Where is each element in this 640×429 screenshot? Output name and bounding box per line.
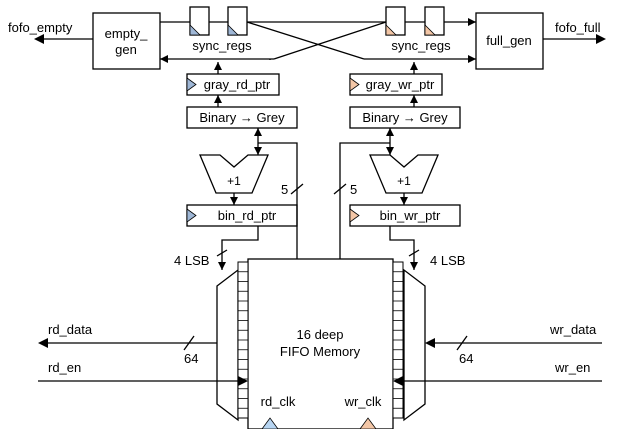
fofo-full-output: fofo_full [543, 20, 606, 44]
wr-data-port: wr_data 64 [425, 322, 602, 366]
wr-clock-marker [385, 24, 397, 36]
fifo-memory-label-2: FIFO Memory [280, 344, 361, 359]
lsb-left-label: 4 LSB [174, 253, 209, 268]
fofo-full-label: fofo_full [555, 20, 601, 35]
wr-clock-marker [349, 77, 360, 92]
inc-left-label: +1 [227, 174, 241, 188]
b2g-right-block: Binary → Grey [349, 106, 461, 129]
gray-rd-ptr-block: gray_rd_ptr [186, 73, 280, 96]
empty-gen-block: empty_ gen [92, 12, 161, 70]
right-ptr-wires: 5 4 LSB [333, 62, 465, 270]
inc-left-block: +1 [199, 154, 269, 194]
read-mux [216, 262, 239, 422]
rd-data-label: rd_data [48, 322, 93, 337]
sync-regs-right-label: sync_regs [391, 38, 451, 53]
fofo-empty-output: fofo_empty [8, 20, 93, 44]
b2g-right-label: Binary → Grey [362, 110, 448, 125]
bin-wr-ptr-block: bin_wr_ptr [349, 204, 461, 227]
wr-data-width: 64 [459, 351, 473, 366]
rd-clock-marker [186, 208, 197, 223]
fifo-memory-label-1: 16 deep [297, 327, 344, 342]
rd-clock-marker [186, 77, 197, 92]
wr-data-label: wr_data [549, 322, 597, 337]
wr-clock-marker [424, 24, 436, 36]
b2g-left-label: Binary → Grey [199, 110, 285, 125]
lsb-right-label: 4 LSB [430, 253, 465, 268]
gray-rd-ptr-label: gray_rd_ptr [204, 77, 271, 92]
bin-rd-ptr-label: bin_rd_ptr [218, 208, 277, 223]
rd-clock-marker [227, 24, 239, 36]
rd-en-port: rd_en [38, 360, 248, 386]
memory-register-columns [237, 261, 404, 419]
wr-clock-marker [349, 208, 360, 223]
fifo-memory-block: 16 deep FIFO Memory rd_clk wr_clk [247, 258, 394, 429]
inc-right-block: +1 [369, 154, 439, 194]
gray-wr-ptr-block: gray_wr_ptr [349, 73, 443, 96]
full-gen-label: full_gen [486, 33, 532, 48]
left-ptr-wires: 5 4 LSB [174, 62, 304, 270]
fofo-empty-label: fofo_empty [8, 20, 73, 35]
bin-rd-ptr-block: bin_rd_ptr [186, 204, 298, 227]
full-gen-block: full_gen [475, 12, 544, 70]
sync-chain-wires [160, 18, 476, 63]
ptr-width-left: 5 [281, 182, 288, 197]
sync-regs-left: sync_regs [189, 6, 252, 53]
empty-gen-label-2: gen [115, 42, 137, 57]
rd-clk-marker [261, 417, 279, 429]
wr-en-port: wr_en [393, 360, 602, 386]
b2g-left-block: Binary → Grey [186, 106, 298, 129]
rd-data-width: 64 [184, 351, 198, 366]
empty-gen-label-1: empty_ [105, 26, 148, 41]
rd-clk-label: rd_clk [261, 394, 296, 409]
wr-clk-marker [359, 417, 377, 429]
sync-regs-left-label: sync_regs [192, 38, 252, 53]
gray-wr-ptr-label: gray_wr_ptr [366, 77, 435, 92]
inc-right-label: +1 [397, 174, 411, 188]
sync-regs-right: sync_regs [385, 6, 451, 53]
ptr-width-right: 5 [350, 182, 357, 197]
rd-data-port: rd_data 64 [38, 322, 217, 366]
wr-en-label: wr_en [554, 360, 590, 375]
rd-en-label: rd_en [48, 360, 81, 375]
write-mux [403, 262, 426, 422]
wr-clk-label: wr_clk [344, 394, 382, 409]
rd-clock-marker [189, 24, 201, 36]
bin-wr-ptr-label: bin_wr_ptr [380, 208, 441, 223]
